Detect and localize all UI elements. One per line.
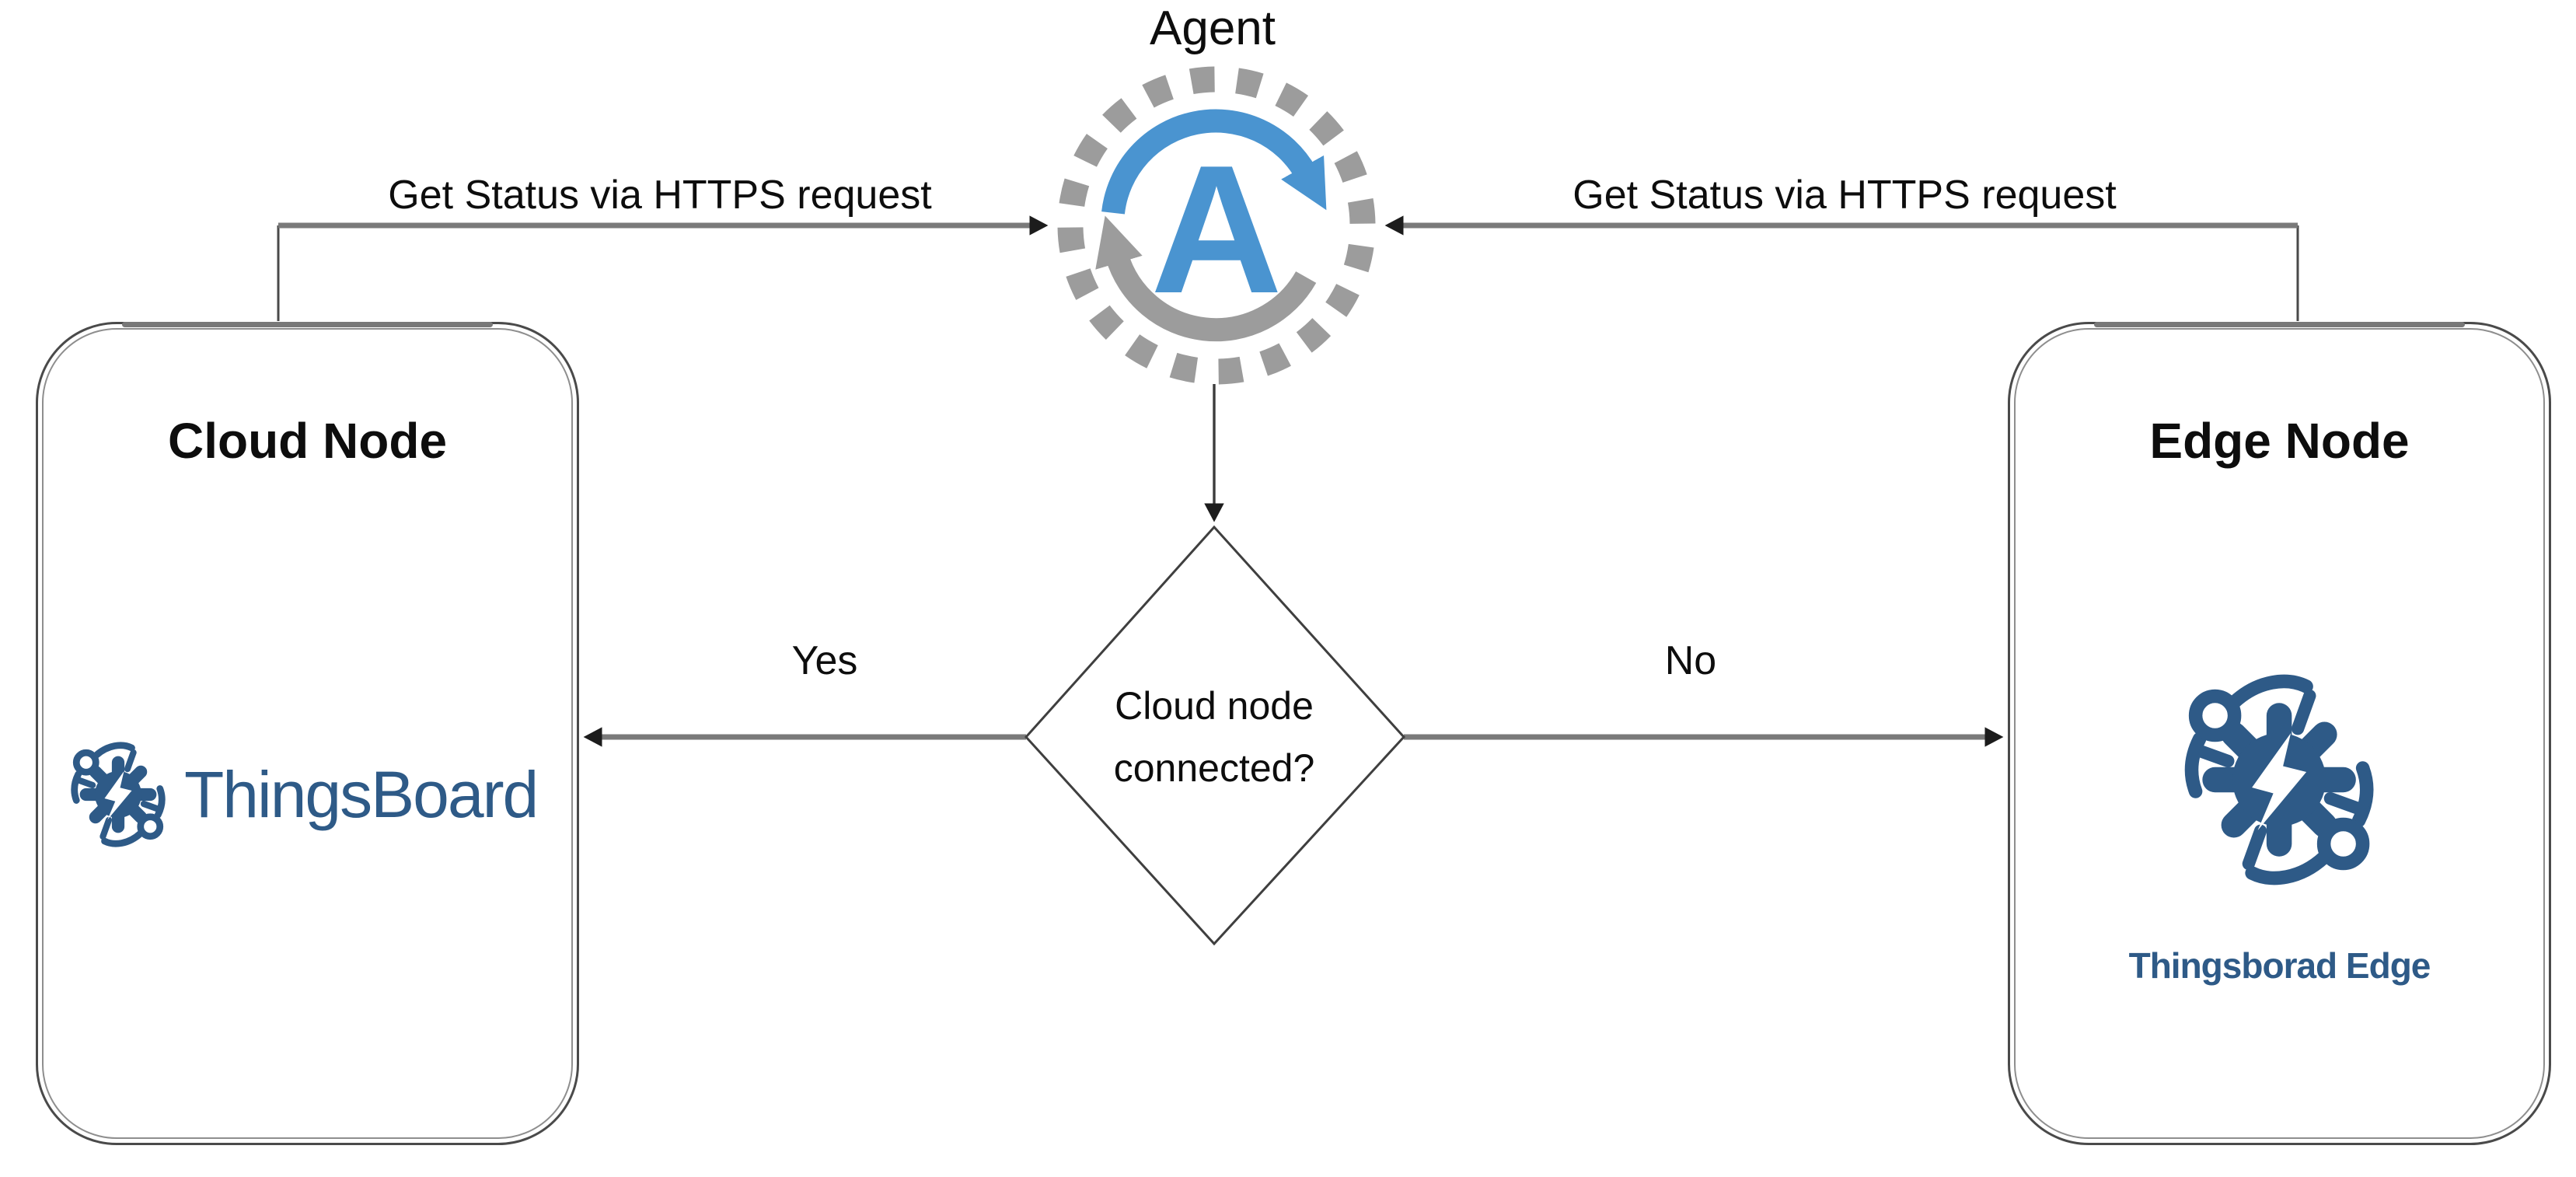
yes-label: Yes xyxy=(791,638,858,683)
thingsboard-edge-caption: Thingsborad Edge xyxy=(2128,945,2431,986)
cloud-node-box: Cloud Node ThingsBoard xyxy=(36,322,579,1145)
cloud-node-top-edge xyxy=(122,322,493,327)
agent-blue-arc xyxy=(1101,109,1327,215)
agent-sync-icon: A xyxy=(1057,66,1376,385)
decision-question: Cloud node connected? xyxy=(1114,675,1315,799)
agent-title: Agent xyxy=(1149,2,1276,55)
right-request-label: Get Status via HTTPS request xyxy=(1572,173,2117,218)
thingsboard-edge-logo: Thingsborad Edge xyxy=(2129,663,2431,987)
thingsboard-wordmark: ThingsBoard xyxy=(184,757,539,831)
edge-node-title: Edge Node xyxy=(2149,413,2410,469)
cloud-node-title: Cloud Node xyxy=(167,413,448,469)
edge-node-top-edge xyxy=(2094,322,2465,327)
thingsboard-logo: ThingsBoard xyxy=(60,735,539,854)
no-label: No xyxy=(1664,638,1717,683)
thingsboard-edge-icon xyxy=(2163,663,2396,896)
agent-dashed-ring xyxy=(1057,66,1376,385)
decision-diamond xyxy=(1024,525,1406,946)
edge-node-box: Edge Node Thingsborad Edge xyxy=(2008,322,2551,1145)
agent-letter: A xyxy=(1150,127,1283,331)
decision-question-line2: connected? xyxy=(1113,746,1315,790)
thingsboard-icon xyxy=(60,735,176,854)
left-request-label: Get Status via HTTPS request xyxy=(388,173,932,218)
decision-question-line1: Cloud node xyxy=(1115,684,1314,728)
agent-gray-arc xyxy=(1095,215,1317,342)
